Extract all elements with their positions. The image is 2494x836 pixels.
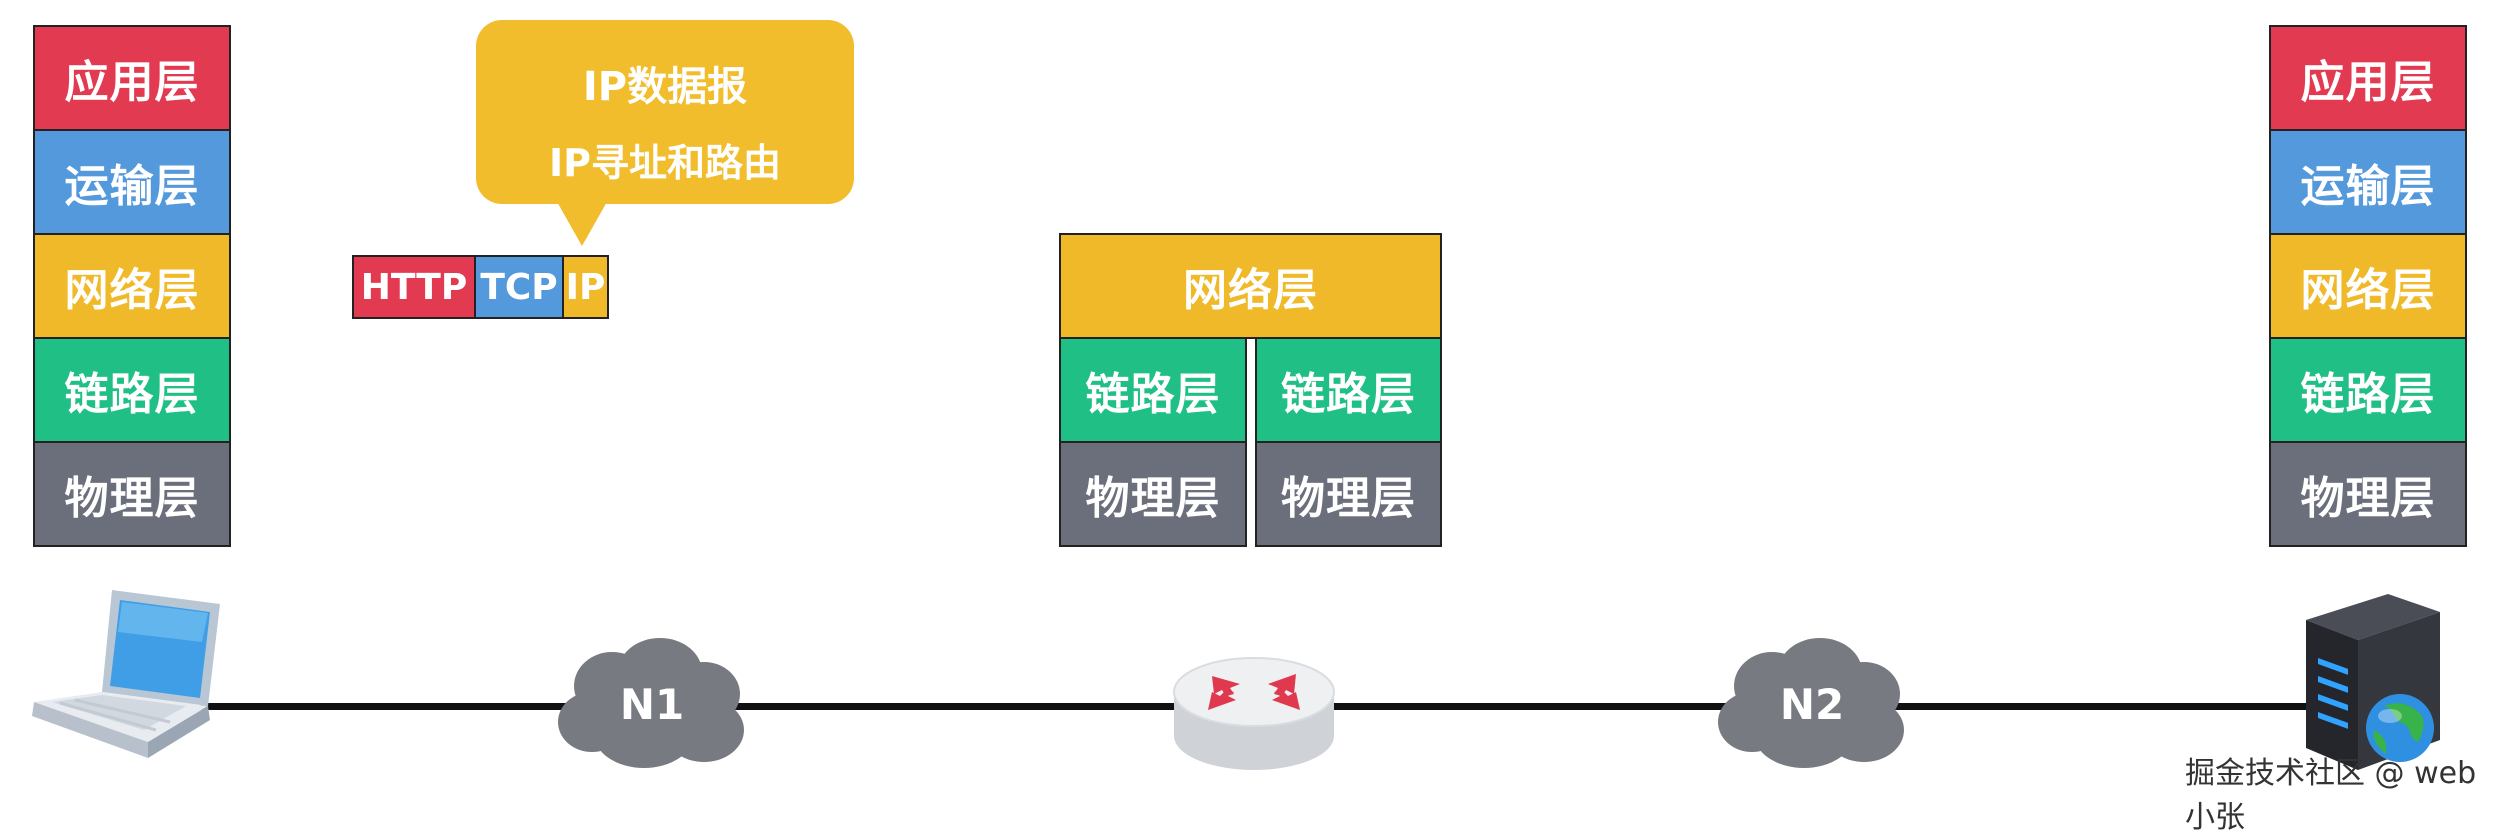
left-network-layer: 网络层 bbox=[33, 233, 231, 339]
router-link-layer-left: 链路层 bbox=[1059, 337, 1247, 443]
left-transport-layer: 运输层 bbox=[33, 129, 231, 235]
cloud-icon-n2 bbox=[1718, 638, 1904, 768]
packet-tcp-header: TCP bbox=[474, 255, 564, 319]
laptop-icon bbox=[32, 590, 220, 758]
watermark: 掘金技术社区 @ web小张 bbox=[2185, 756, 2477, 835]
callout-title: IP数据报 bbox=[582, 64, 748, 110]
right-application-layer: 应用层 bbox=[2269, 25, 2467, 131]
ip-datagram-callout: IP数据报 IP寻址和路由 bbox=[476, 20, 854, 204]
router-network-layer: 网络层 bbox=[1059, 233, 1442, 339]
left-physical-layer: 物理层 bbox=[33, 441, 231, 547]
network-n2-label: N2 bbox=[1779, 680, 1845, 729]
router-physical-layer-left: 物理层 bbox=[1059, 441, 1247, 547]
network-n1-label: N1 bbox=[619, 680, 685, 729]
right-physical-layer: 物理层 bbox=[2269, 441, 2467, 547]
callout-subtitle: IP寻址和路由 bbox=[549, 141, 781, 185]
router-link-layer-right: 链路层 bbox=[1255, 337, 1442, 443]
right-transport-layer: 运输层 bbox=[2269, 129, 2467, 235]
packet-ip-header: IP bbox=[562, 255, 609, 319]
right-network-layer: 网络层 bbox=[2269, 233, 2467, 339]
right-link-layer: 链路层 bbox=[2269, 337, 2467, 443]
globe-icon bbox=[2366, 694, 2434, 762]
cloud-icon-n1 bbox=[558, 638, 744, 768]
router-icon bbox=[1173, 657, 1335, 770]
left-link-layer: 链路层 bbox=[33, 337, 231, 443]
packet-http-header: HTTP bbox=[352, 255, 476, 319]
router-physical-layer-right: 物理层 bbox=[1255, 441, 1442, 547]
callout-pointer bbox=[556, 200, 608, 246]
left-application-layer: 应用层 bbox=[33, 25, 231, 131]
